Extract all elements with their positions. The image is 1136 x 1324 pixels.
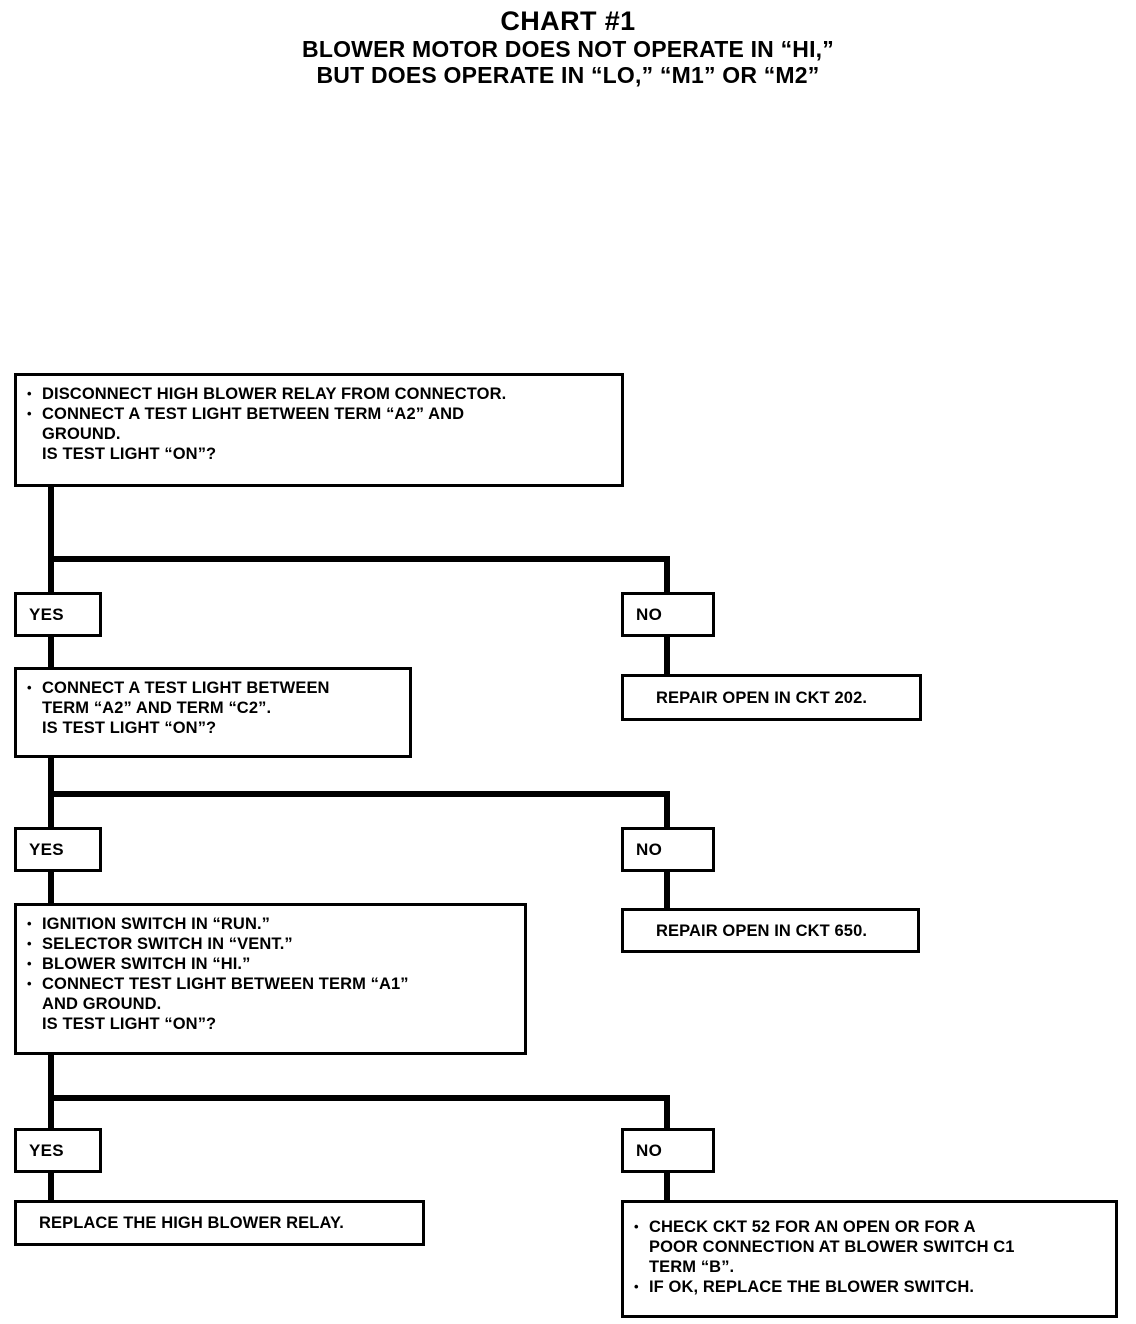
chart-title-main: CHART #1 bbox=[500, 6, 636, 36]
branch2-no-label: NO bbox=[621, 827, 715, 872]
result-box-repair-ckt-650: REPAIR OPEN IN CKT 650. bbox=[621, 908, 920, 953]
step3-line-6: IS TEST LIGHT “ON”? bbox=[42, 1015, 217, 1033]
check-ckt52-line-1: CHECK CKT 52 FOR AN OPEN OR FOR A bbox=[634, 1217, 1111, 1237]
step2-line-3: IS TEST LIGHT “ON”? bbox=[42, 719, 217, 737]
branch3-yes-text: YES bbox=[29, 1140, 64, 1160]
step2-line-2: TERM “A2” AND TERM “C2”. bbox=[42, 699, 272, 717]
repair-202-text: REPAIR OPEN IN CKT 202. bbox=[656, 688, 868, 707]
check-ckt52-line-4: IF OK, REPLACE THE BLOWER SWITCH. bbox=[634, 1277, 1111, 1297]
step1-line-1: DISCONNECT HIGH BLOWER RELAY FROM CONNEC… bbox=[27, 384, 617, 404]
connector-yes2-to-step3 bbox=[48, 866, 54, 910]
step3-line-5: AND GROUND. bbox=[42, 995, 162, 1013]
result-box-check-ckt-52: CHECK CKT 52 FOR AN OPEN OR FOR A POOR C… bbox=[621, 1200, 1118, 1318]
check-ckt52-line-2: POOR CONNECTION AT BLOWER SWITCH C1 bbox=[649, 1238, 1015, 1256]
step3-line-3: BLOWER SWITCH IN “HI.” bbox=[27, 954, 520, 974]
branch3-no-label: NO bbox=[621, 1128, 715, 1173]
step-box-3: IGNITION SWITCH IN “RUN.” SELECTOR SWITC… bbox=[14, 903, 527, 1055]
connector-no2-to-repair650 bbox=[664, 866, 670, 910]
branch1-no-text: NO bbox=[636, 604, 663, 624]
replace-relay-text: REPLACE THE HIGH BLOWER RELAY. bbox=[39, 1214, 344, 1232]
branch1-yes-label: YES bbox=[14, 592, 102, 637]
step3-line-2: SELECTOR SWITCH IN “VENT.” bbox=[27, 934, 520, 954]
connector-step1-trunk bbox=[48, 484, 54, 602]
step1-line-3: GROUND. bbox=[42, 425, 121, 443]
chart-title-sub-line2: BUT DOES OPERATE IN “LO,” “M1” OR “M2” bbox=[316, 62, 820, 88]
connector-yes1-to-step2 bbox=[48, 630, 54, 674]
connector-no1-to-repair202 bbox=[664, 630, 670, 674]
step1-line-2: CONNECT A TEST LIGHT BETWEEN TERM “A2” A… bbox=[27, 404, 617, 424]
connector-branch2-horizontal bbox=[48, 791, 670, 797]
connector-branch1-no-drop bbox=[664, 556, 670, 596]
connector-branch2-no-drop bbox=[664, 791, 670, 831]
branch1-yes-text: YES bbox=[29, 604, 64, 624]
step3-line-1: IGNITION SWITCH IN “RUN.” bbox=[27, 914, 520, 934]
repair-650-text: REPAIR OPEN IN CKT 650. bbox=[656, 921, 868, 940]
result-box-replace-high-blower-relay: REPLACE THE HIGH BLOWER RELAY. bbox=[14, 1200, 425, 1246]
branch1-no-label: NO bbox=[621, 592, 715, 637]
branch2-yes-label: YES bbox=[14, 827, 102, 872]
step-box-1: DISCONNECT HIGH BLOWER RELAY FROM CONNEC… bbox=[14, 373, 624, 487]
connector-no3-to-check-ckt52 bbox=[664, 1168, 670, 1204]
branch2-yes-text: YES bbox=[29, 839, 64, 859]
result-box-repair-ckt-202: REPAIR OPEN IN CKT 202. bbox=[621, 674, 922, 721]
connector-branch1-horizontal bbox=[48, 556, 670, 562]
connector-branch3-horizontal bbox=[48, 1095, 670, 1101]
step2-line-1: CONNECT A TEST LIGHT BETWEEN bbox=[27, 678, 405, 698]
chart-title-sub-line1: BLOWER MOTOR DOES NOT OPERATE IN “HI,” bbox=[302, 36, 834, 62]
branch3-yes-label: YES bbox=[14, 1128, 102, 1173]
step3-line-4: CONNECT TEST LIGHT BETWEEN TERM “A1” bbox=[27, 974, 520, 994]
step-box-2: CONNECT A TEST LIGHT BETWEEN TERM “A2” A… bbox=[14, 667, 412, 758]
connector-branch3-no-drop bbox=[664, 1095, 670, 1135]
step1-line-4: IS TEST LIGHT “ON”? bbox=[42, 445, 217, 463]
page-title: CHART #1 BLOWER MOTOR DOES NOT OPERATE I… bbox=[0, 6, 1136, 88]
branch3-no-text: NO bbox=[636, 1140, 663, 1160]
branch2-no-text: NO bbox=[636, 839, 663, 859]
connector-yes3-to-replace-relay bbox=[48, 1168, 54, 1204]
check-ckt52-line-3: TERM “B”. bbox=[649, 1258, 735, 1276]
